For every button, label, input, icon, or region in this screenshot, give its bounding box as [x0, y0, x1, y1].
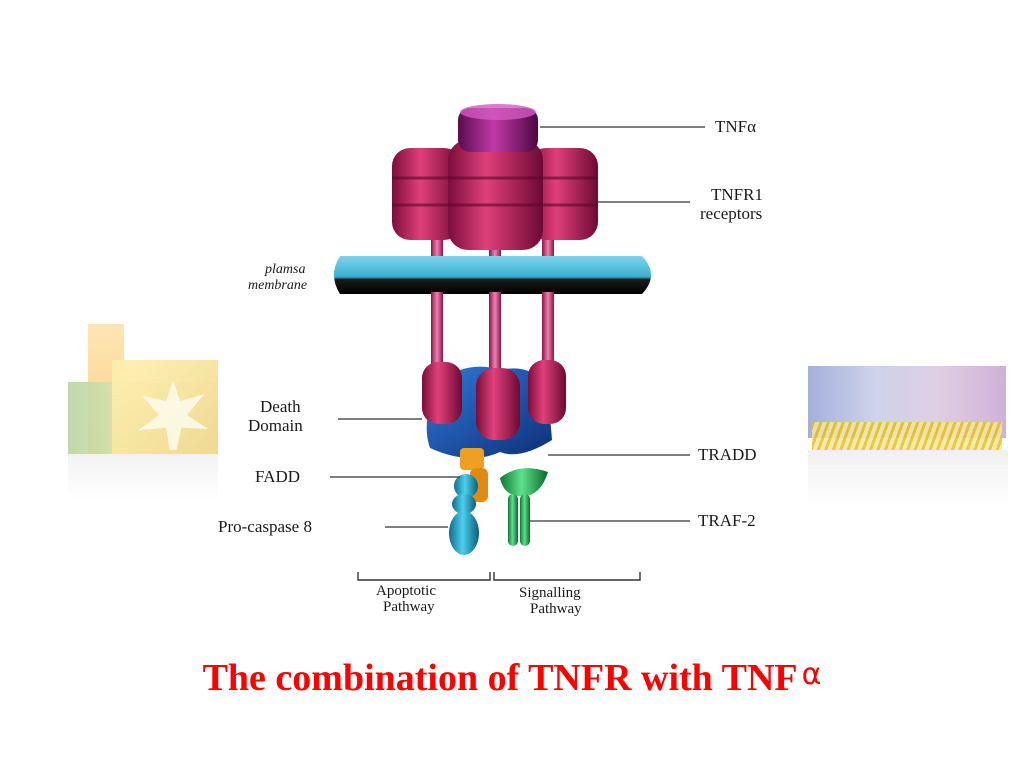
procaspase-8-protein: [449, 474, 479, 555]
tnf-alpha-ligand: [458, 104, 538, 152]
label-procaspase-8: Pro-caspase 8: [218, 517, 312, 536]
pathway-brackets: [357, 572, 641, 581]
label-tradd: TRADD: [698, 445, 757, 464]
label-signalling: Signalling: [519, 585, 581, 601]
label-apoptotic: Apoptotic: [376, 583, 436, 599]
traf2-protein: [500, 468, 548, 546]
label-fadd: FADD: [255, 467, 301, 486]
left-decor-image: [68, 320, 218, 500]
receptor-stem-center-lower: [489, 292, 501, 372]
label-tnf-alpha: TNFα: [715, 117, 757, 136]
label-membrane-line1: plamsa: [265, 262, 306, 277]
label-death: Death: [260, 397, 301, 416]
label-receptors: receptors: [700, 204, 763, 223]
leader-lines: [330, 126, 705, 528]
right-decor-image: [808, 366, 1008, 506]
label-tnfr1: TNFR1: [711, 185, 763, 204]
label-apoptotic-pathway: Pathway: [383, 599, 435, 615]
death-domains: [422, 360, 566, 440]
receptor-stem-right-lower: [542, 292, 554, 362]
caption-alpha-symbol: α: [801, 657, 822, 692]
plasma-membrane: [334, 256, 651, 294]
caption-text: The combination of TNFR with TNF: [202, 657, 798, 699]
tnfr1-receptors: [392, 140, 598, 250]
label-signalling-pathway: Pathway: [530, 601, 582, 617]
label-membrane-line2: membrane: [248, 278, 308, 293]
receptor-stem-left-lower: [431, 292, 443, 372]
label-domain: Domain: [248, 416, 303, 435]
label-traf2: TRAF-2: [698, 511, 756, 530]
